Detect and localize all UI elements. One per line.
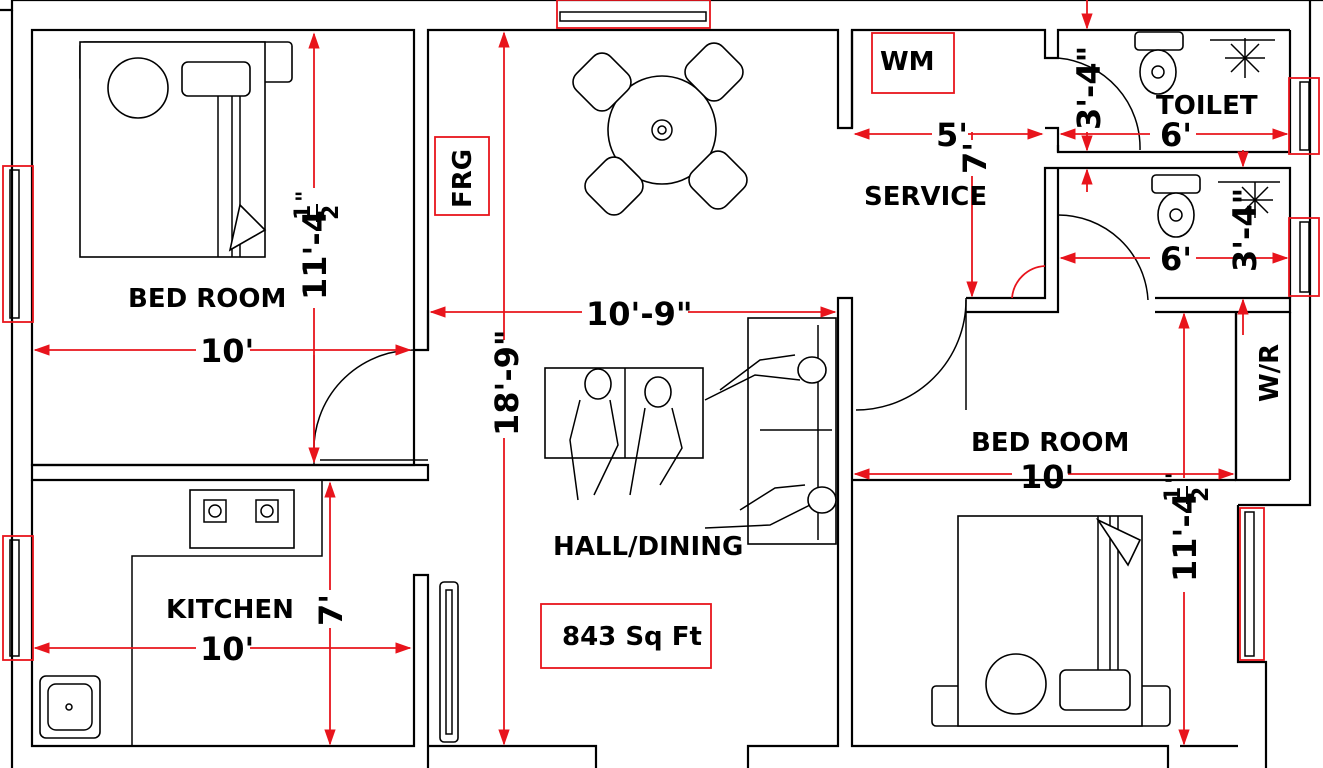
dim-kitchen-height: 7'	[312, 594, 350, 626]
dim-bed-right-height: 11'-4	[1166, 492, 1204, 582]
label-bedroom-right: BED ROOM	[971, 428, 1129, 458]
label-fridge: FRG	[448, 149, 478, 208]
windows	[2, 0, 1320, 661]
dim-bed-right-width: 10'	[1020, 458, 1074, 496]
label-service: SERVICE	[864, 182, 987, 212]
doors	[313, 57, 1149, 465]
furniture	[39, 31, 1280, 743]
label-toilet: TOILET	[1156, 91, 1258, 121]
dim-hall-height: 18'-9"	[488, 329, 526, 436]
dim-bed-left-height-frac-num: 1	[291, 205, 316, 220]
dim-bed-right-height-frac-den: 2	[1189, 487, 1214, 502]
label-hall-dining: HALL/DINING	[553, 532, 743, 562]
area-label: 843 Sq Ft	[562, 622, 702, 652]
label-wardrobe: W/R	[1255, 344, 1285, 402]
dimension-lines	[33, 0, 1289, 746]
dim-bed-left-height-inch: "	[293, 191, 318, 202]
dim-bed-left-width: 10'	[200, 332, 254, 370]
dim-bed-right-height-frac-num: 1	[1161, 487, 1186, 502]
dimension-text: 10' 11'-4 1 2 " 10' 7' 10'-9" 18'-9" 5' …	[200, 46, 1264, 668]
dim-kitchen-width: 10'	[200, 630, 254, 668]
label-kitchen: KITCHEN	[166, 595, 294, 625]
dim-bed-left-height-frac-den: 2	[319, 205, 344, 220]
label-bedroom-left: BED ROOM	[128, 284, 286, 314]
dim-service-width: 5'	[936, 116, 968, 154]
label-boxes	[434, 32, 955, 669]
dim-toilet-upper-width: 6'	[1160, 116, 1192, 154]
dim-service-height: 7'	[956, 142, 994, 174]
dim-toilet-lower-width: 6'	[1160, 240, 1192, 278]
dim-toilet-lower-height: 3'-4"	[1226, 188, 1264, 272]
dim-toilet-upper-height: 3'-4"	[1070, 46, 1108, 130]
dim-bed-right-height-inch: "	[1163, 473, 1188, 484]
label-washing-machine: WM	[880, 47, 935, 77]
dim-bed-left-height: 11'-4	[296, 210, 334, 300]
dim-hall-width: 10'-9"	[586, 295, 693, 333]
room-labels: BED ROOM KITCHEN HALL/DINING SERVICE TOI…	[128, 47, 1285, 652]
